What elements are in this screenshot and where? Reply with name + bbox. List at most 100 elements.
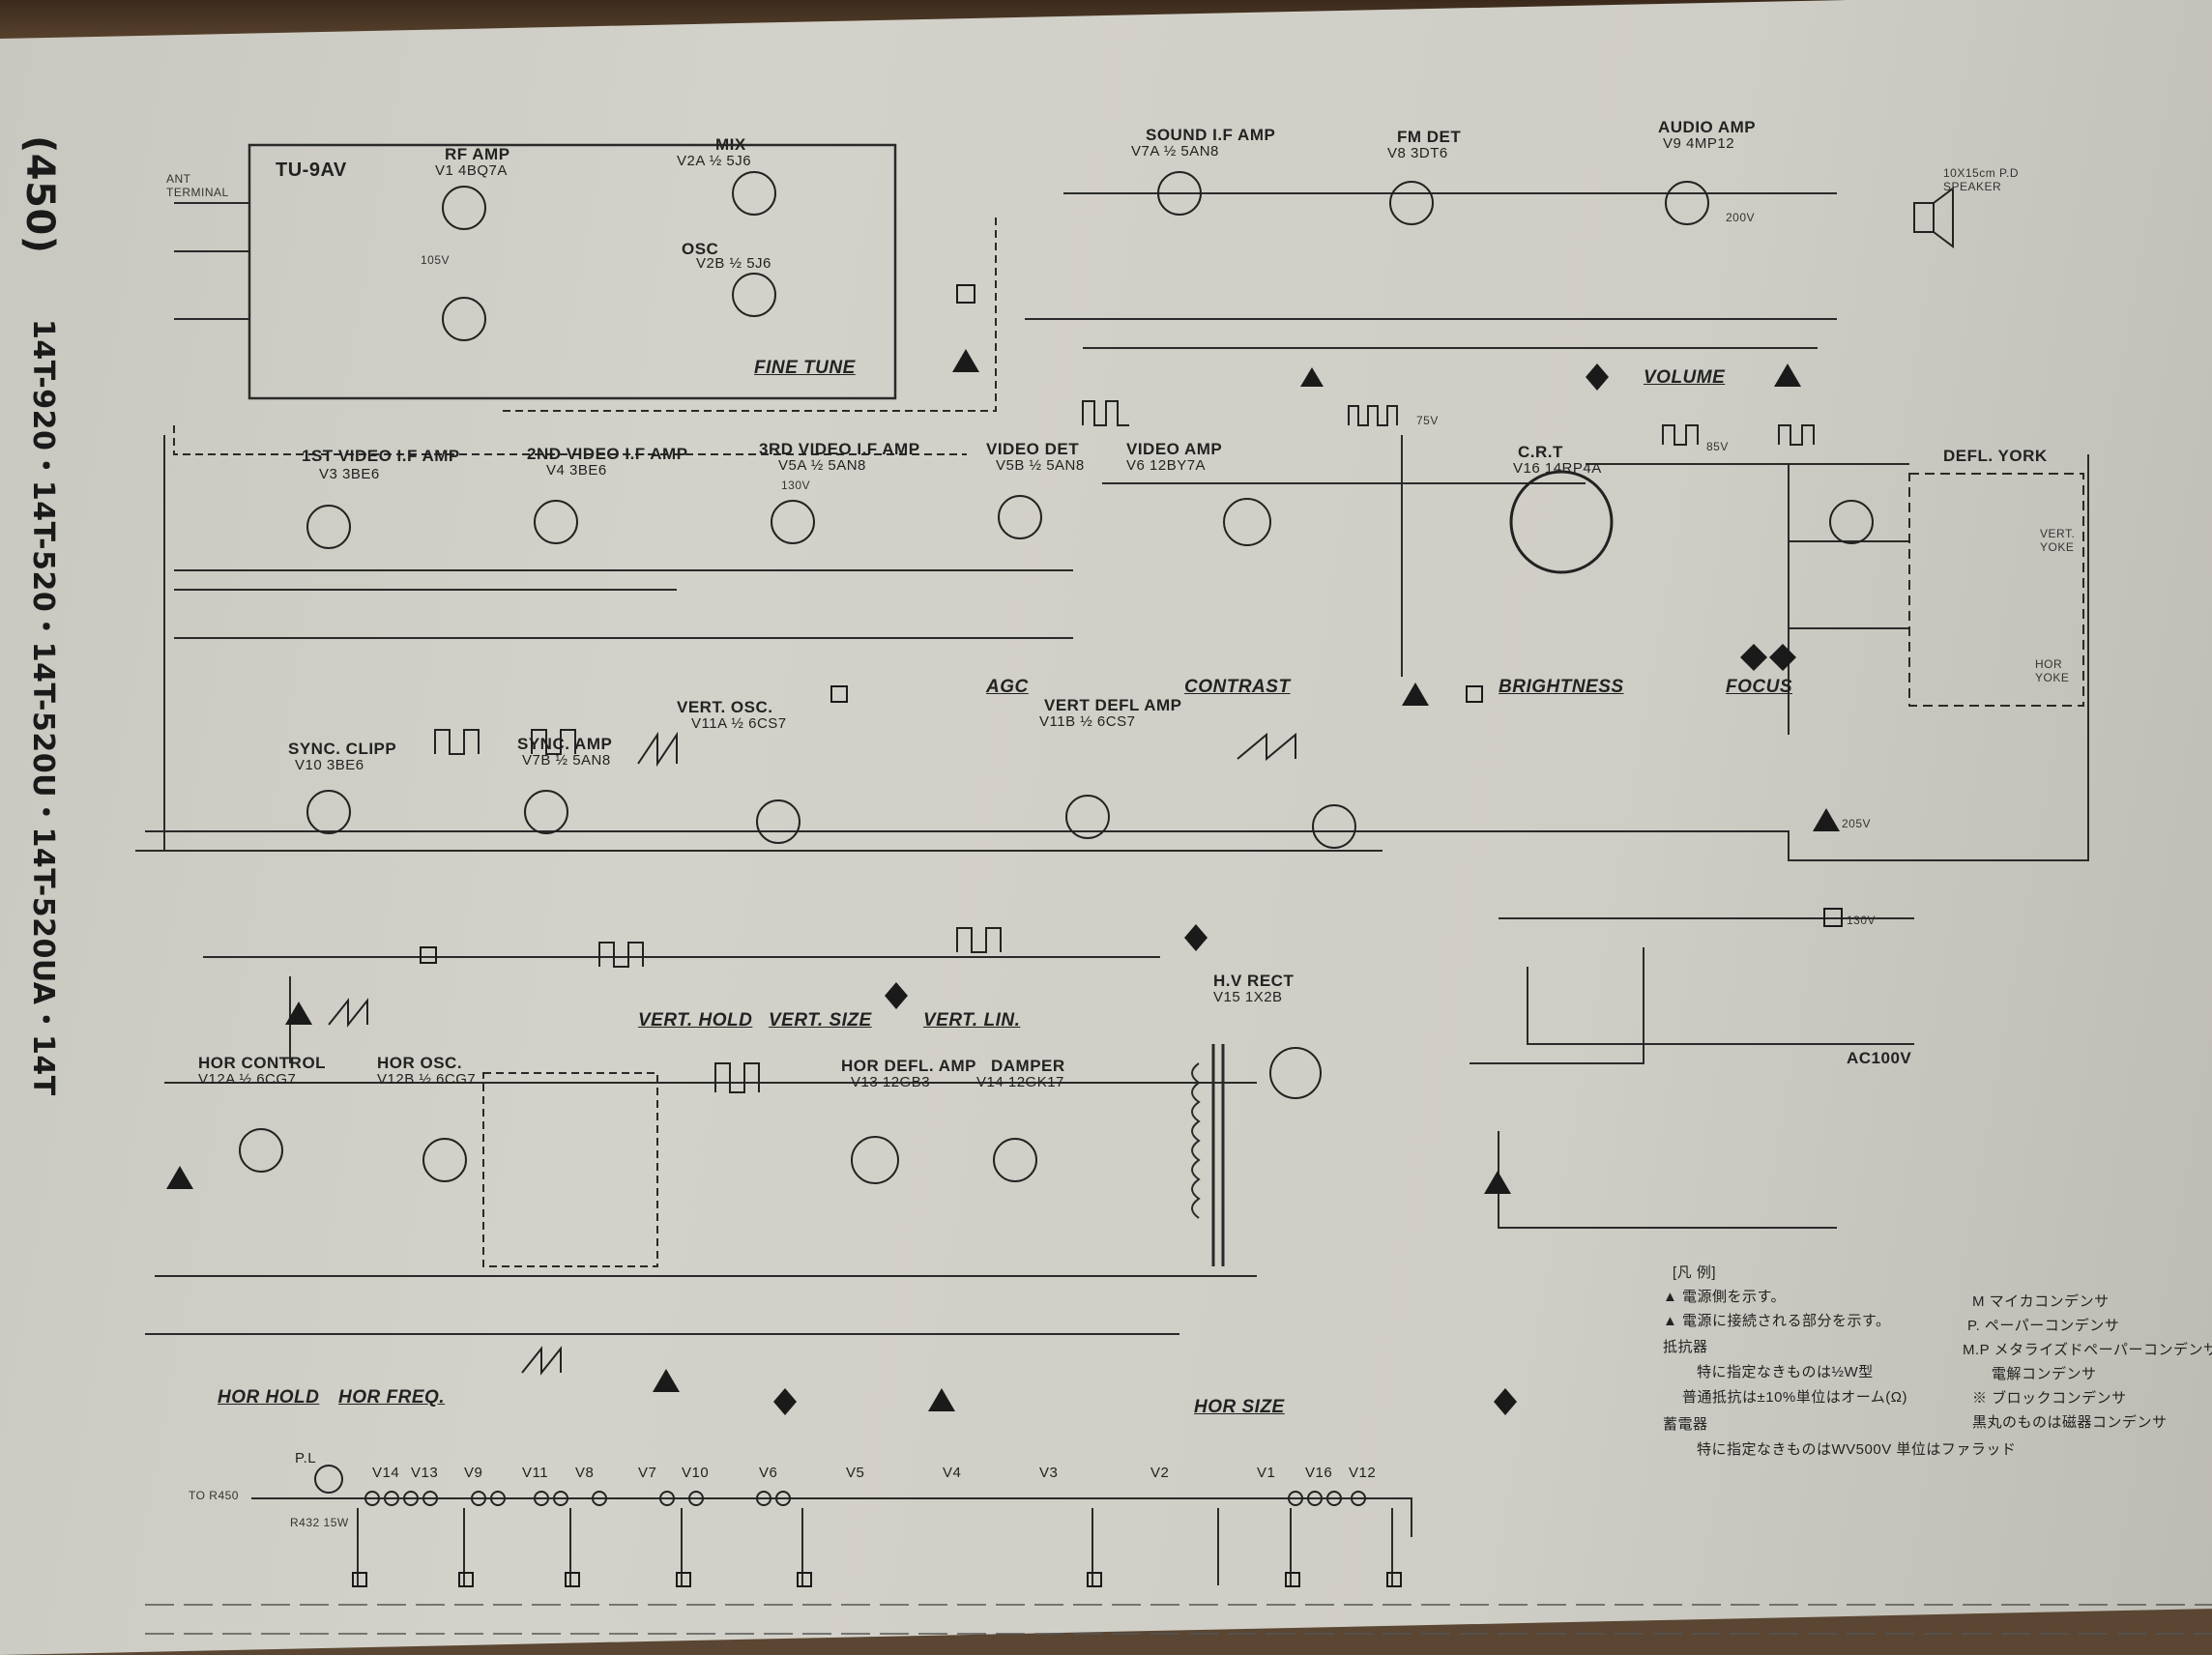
vert-size-control: VERT. SIZE: [769, 1010, 872, 1031]
video-det-label: VIDEO DET: [986, 440, 1080, 458]
yoke-plug: [1829, 500, 1874, 544]
crt-label: C.R.T: [1518, 443, 1563, 461]
left-bus: [135, 435, 1382, 852]
video-det-tube: V5B ½ 5AN8: [996, 457, 1085, 474]
waveform-video: [1082, 400, 1129, 426]
page-number: (450): [17, 135, 62, 254]
sync-amp-label: SYNC. AMP: [517, 735, 613, 753]
legend-key-m: M マイカコンデンサ: [1972, 1293, 2110, 1310]
next-schematic-edge: [145, 1604, 2212, 1635]
speaker-label: 10X15cm P.D SPEAKER: [1943, 166, 2019, 193]
sync-clip-tube: V10 3BE6: [295, 757, 364, 773]
speaker-symbol: [1913, 187, 1954, 248]
audio-amp-label: AUDIO AMP: [1658, 118, 1757, 136]
waveform-crt: [1348, 405, 1398, 426]
waveforms: [328, 400, 1815, 1376]
waveform-vert-hold: [598, 942, 644, 968]
focus-control: FOCUS: [1726, 677, 1792, 697]
if3-tube: V5A ½ 5AN8: [778, 457, 866, 474]
crt-socket: [1312, 804, 1356, 849]
sound-if-label: SOUND I.F AMP: [1146, 126, 1276, 144]
mix-tube: V2A ½ 5J6: [677, 153, 752, 169]
contrast-control: CONTRAST: [1184, 677, 1291, 697]
power-plug-label: AC100V: [1847, 1049, 1912, 1067]
fm-det-label: FM DET: [1397, 128, 1462, 146]
heater-tube-v13: V13: [411, 1465, 439, 1481]
vert-osc-tube: V11A ½ 6CS7: [691, 715, 787, 732]
hor-defl-label: HOR DEFL. AMP: [841, 1057, 976, 1075]
tuner-box: [247, 143, 897, 400]
tube-envelopes: [239, 171, 1874, 1184]
hor-bus: [145, 1082, 1257, 1335]
fm-det-tube: V8 3DT6: [1387, 145, 1448, 161]
heater-tube-v16: V16: [1305, 1465, 1333, 1481]
volume-control: VOLUME: [1644, 367, 1726, 388]
fine-tune-triangle: [952, 349, 979, 372]
heater-r432: R432 15W: [290, 1516, 349, 1529]
heater-tube-v9: V9: [464, 1465, 483, 1481]
if1-tube: V3 3BE6: [319, 466, 380, 482]
legend-title: [凡 例]: [1673, 1264, 1717, 1281]
legend-line-3: 抵抗器: [1663, 1339, 1708, 1355]
video-amp-tube: V6 12BY7A: [1126, 457, 1207, 474]
model-list: 14T-920・14T-520・14T-520U・14T-520UA・14T: [26, 319, 60, 1096]
fine-tune-control: FINE TUNE: [754, 358, 856, 378]
rf-amp-label: RF AMP: [445, 145, 510, 163]
rf-amp-tube: V1 4BQ7A: [435, 162, 508, 179]
terminal-boxes: [352, 284, 1843, 1587]
mix-label: MIX: [715, 135, 746, 154]
waveform-vert-osc: [637, 731, 678, 768]
heater-taps: [357, 1508, 1393, 1585]
heater-tube-v14: V14: [372, 1465, 400, 1481]
legend-line-5: 普通抵抗は±10%単位はオーム(Ω): [1682, 1389, 1908, 1406]
flyback-core: [1211, 1044, 1225, 1266]
heater-tube-v6: V6: [759, 1465, 778, 1481]
terminal-symbols: [166, 349, 1840, 1415]
osc-tube: V2B ½ 5J6: [696, 255, 771, 272]
heater-tube-v12: V12: [1349, 1465, 1377, 1481]
heater-tube-v1: V1: [1257, 1465, 1276, 1481]
damper-tube: V14 12GK17: [976, 1074, 1064, 1090]
heater-tube-v10: V10: [682, 1465, 710, 1481]
tuner-label: TU-9AV: [276, 160, 347, 181]
heater-tube-v8: V8: [575, 1465, 595, 1481]
hor-defl-tube: V13 12GB3: [851, 1074, 931, 1090]
heater-tube-v4: V4: [943, 1465, 962, 1481]
legend-line-1: ▲ 電源側を示す。: [1663, 1289, 1787, 1305]
flyback-winding: [1191, 1062, 1201, 1219]
if-bus: [174, 569, 1073, 639]
tuner-cable: [173, 218, 997, 455]
agc-label: AGC: [986, 677, 1029, 697]
waveform-defl1: [1662, 424, 1699, 446]
legend-line-2: ▲ 電源に接続される部分を示す。: [1663, 1313, 1891, 1329]
damper-label: DAMPER: [991, 1057, 1065, 1075]
power-bus: [1498, 917, 1914, 1229]
waveform-sync-amp: [531, 729, 576, 755]
pilot-lamp-symbol: [314, 1465, 343, 1494]
if2-tube: V4 3BE6: [546, 462, 607, 479]
waveform-hor-ctrl: [328, 998, 368, 1028]
crt-tube: V16 14RP4A: [1513, 460, 1602, 477]
hor-size-control: HOR SIZE: [1194, 1397, 1285, 1417]
vert-defl-tube: V11B ½ 6CS7: [1039, 713, 1136, 730]
wiring: [135, 143, 2089, 1585]
hor-control-label: HOR CONTROL: [198, 1054, 327, 1072]
voltage-130: 130V: [781, 479, 811, 492]
hv-rect-tube: V15 1X2B: [1213, 989, 1283, 1005]
vert-osc-label: VERT. OSC.: [677, 698, 773, 716]
antenna-wires: [174, 202, 249, 320]
heater-pins: [314, 1465, 1366, 1506]
voltage-200: 200V: [1726, 211, 1756, 224]
hor-control-tube: V12A ½ 6CG7: [198, 1071, 297, 1088]
voltage-85: 85V: [1706, 440, 1729, 453]
voltage-205: 205V: [1842, 817, 1872, 830]
sync-bus: [145, 454, 2089, 861]
waveform-defl2: [1778, 424, 1815, 446]
if1-label: 1ST VIDEO I.F AMP: [302, 447, 460, 465]
sound-if-tube: V7A ½ 5AN8: [1131, 143, 1219, 160]
legend-key-b: ※ ブロックコンデンサ: [1972, 1390, 2127, 1407]
hv-feed: [1470, 947, 1644, 1064]
antenna-terminal-label: ANT TERMINAL: [166, 172, 229, 199]
voltage-130b: 130V: [1847, 914, 1877, 927]
